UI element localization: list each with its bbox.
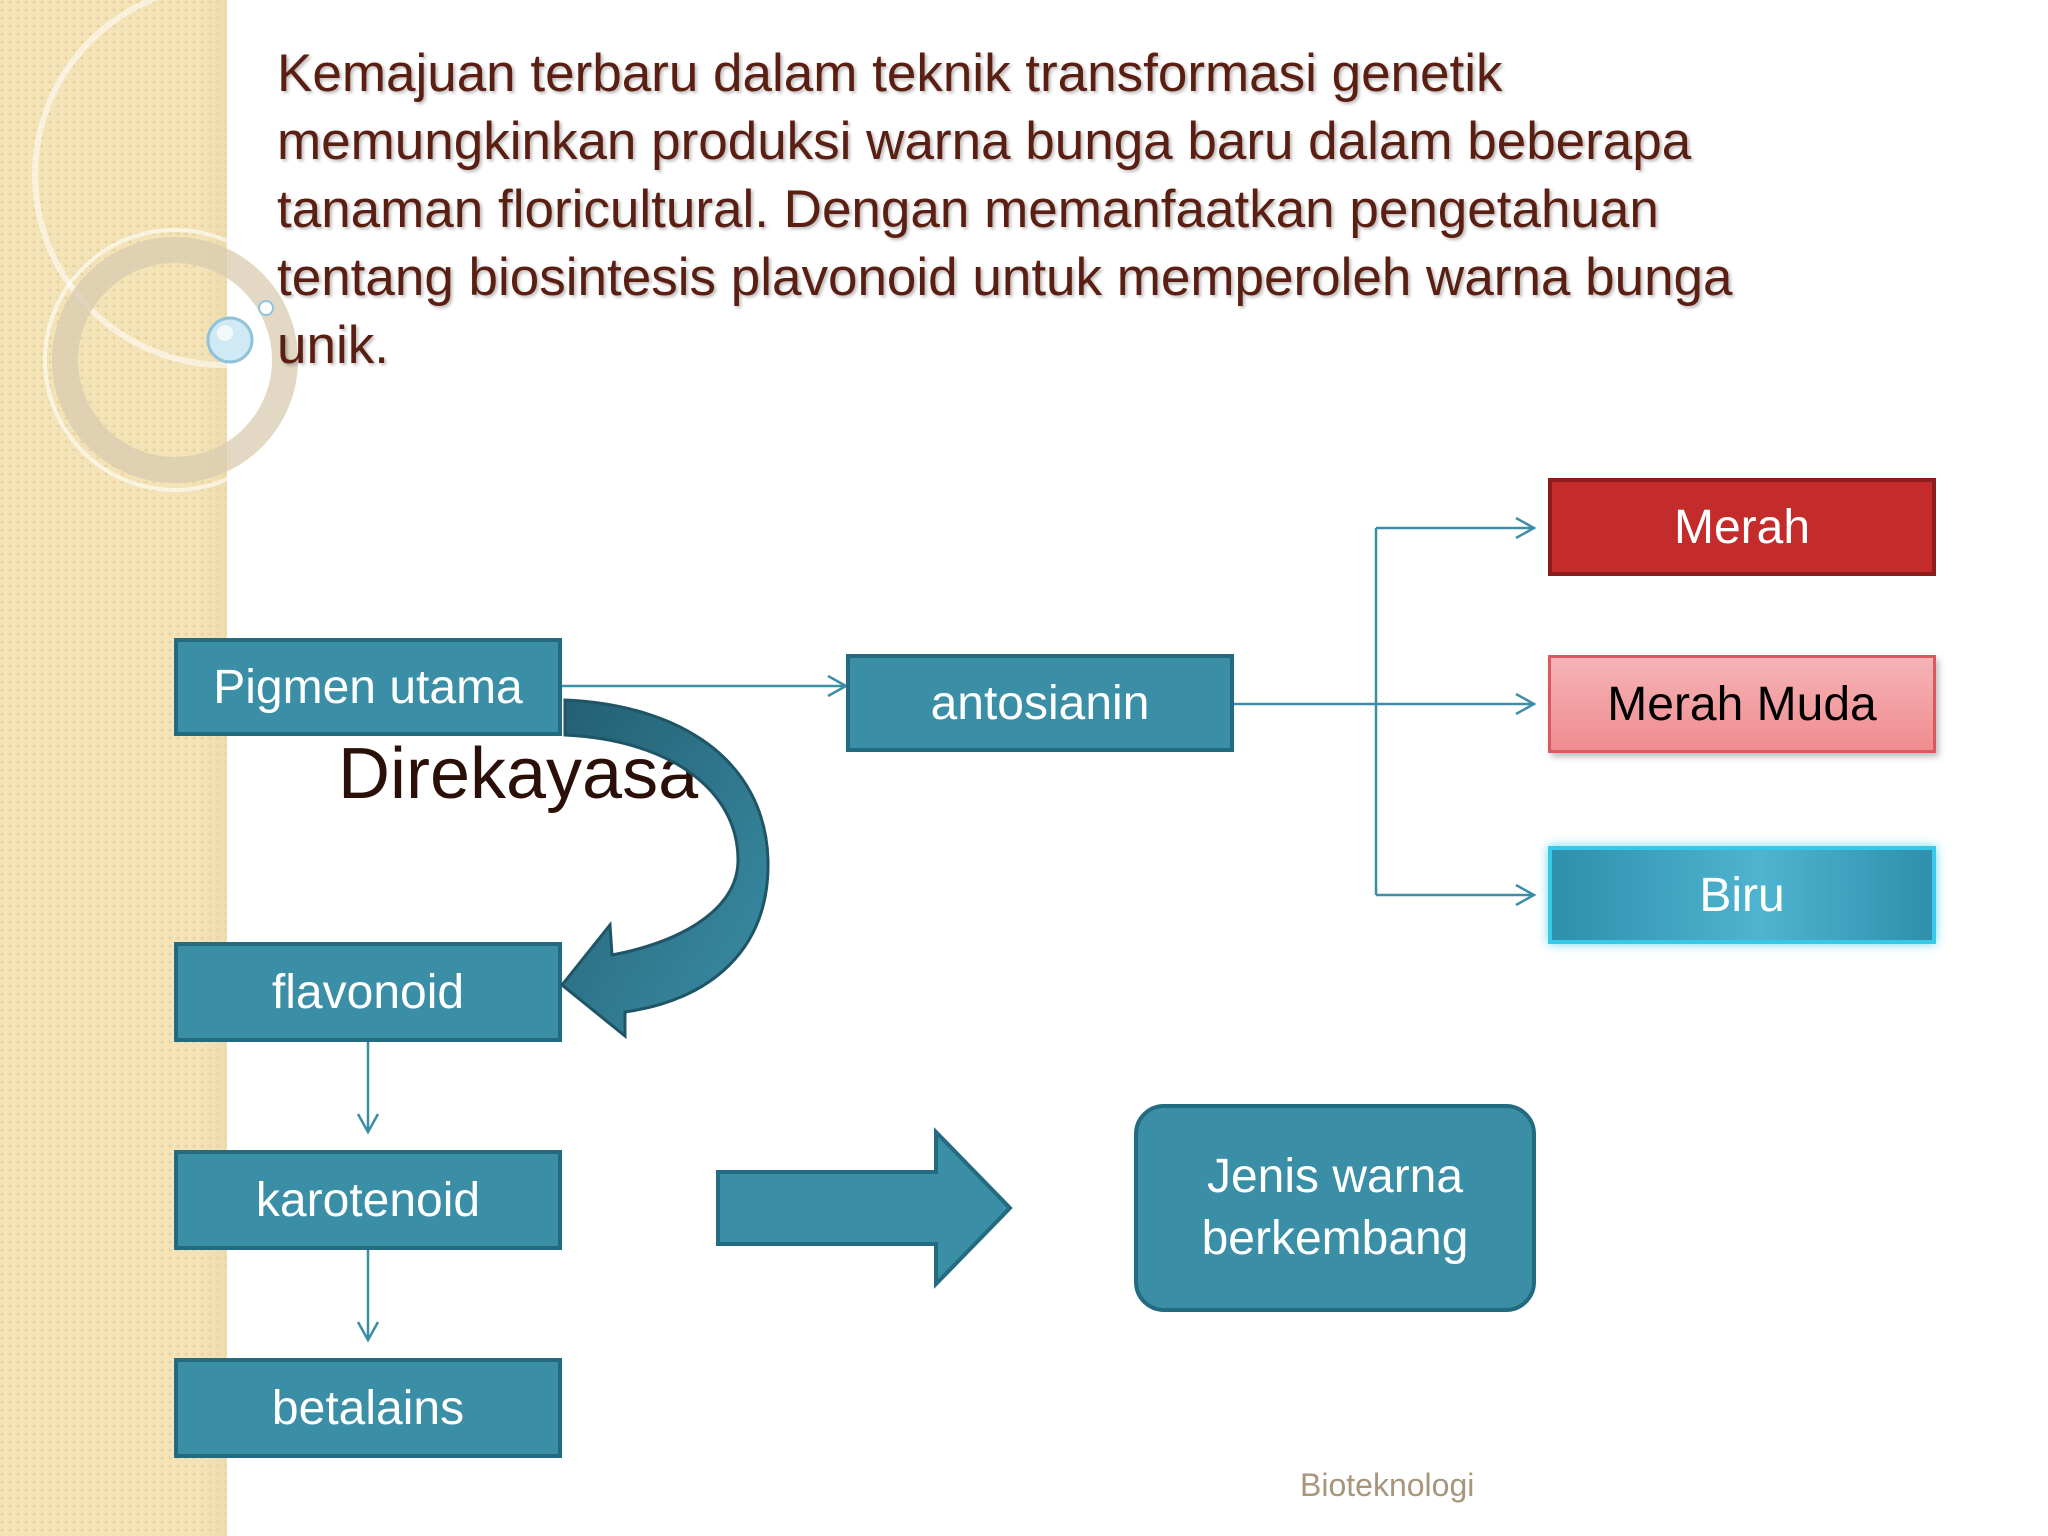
label-pigmen-utama: Pigmen utama (213, 660, 523, 714)
label-jenis-warna-berkembang: Jenis warna berkembang (1201, 1150, 1469, 1265)
label-merah-muda: Merah Muda (1607, 677, 1877, 731)
box-karotenoid: karotenoid (174, 1150, 562, 1250)
label-antosianin: antosianin (930, 676, 1150, 730)
footer-label: Bioteknologi (1300, 1467, 1475, 1503)
box-antosianin: antosianin (846, 654, 1234, 752)
slide-title: Kemajuan terbaru dalam teknik transforma… (277, 44, 1733, 375)
label-betalains: betalains (271, 1381, 465, 1435)
box-flavonoid: flavonoid (174, 942, 562, 1042)
label-biru: Biru (1699, 868, 1785, 922)
label-flavonoid: flavonoid (271, 965, 465, 1019)
box-merah-muda: Merah Muda (1548, 655, 1936, 753)
box-biru: Biru (1548, 846, 1936, 944)
label-karotenoid: karotenoid (255, 1173, 481, 1227)
decorative-circles (32, 0, 300, 492)
block-arrow-shape (716, 1127, 1013, 1289)
box-betalains: betalains (174, 1358, 562, 1458)
box-merah: Merah (1548, 478, 1936, 576)
box-jenis-warna-berkembang: Jenis warna berkembang (1134, 1104, 1536, 1312)
label-merah: Merah (1673, 500, 1811, 554)
box-pigmen-utama: Pigmen utama (174, 638, 562, 736)
